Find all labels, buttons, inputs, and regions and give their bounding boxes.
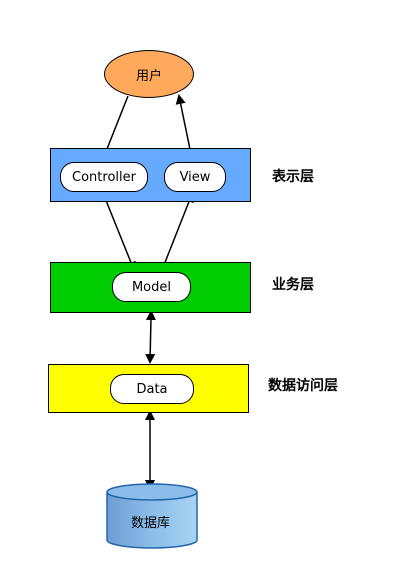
data-label: Data <box>136 381 168 397</box>
user-label: 用户 <box>135 68 162 84</box>
edge-model-to-view <box>161 192 194 271</box>
edge-model-data <box>145 310 156 364</box>
user-node: 用户 <box>104 50 194 98</box>
model-node: Model <box>112 272 191 302</box>
model-label: Model <box>131 279 172 295</box>
data-access-layer-label: 数据访问层 <box>268 378 338 394</box>
database-label: 数据库 <box>131 516 171 531</box>
view-node: View <box>164 162 226 192</box>
business-layer-label: 业务层 <box>272 277 314 293</box>
view-label: View <box>179 169 211 185</box>
controller-label: Controller <box>72 169 136 185</box>
data-node: Data <box>110 374 194 404</box>
edge-controller-to-model <box>102 192 136 272</box>
presentation-layer-label: 表示层 <box>272 169 314 185</box>
controller-node: Controller <box>60 162 148 192</box>
